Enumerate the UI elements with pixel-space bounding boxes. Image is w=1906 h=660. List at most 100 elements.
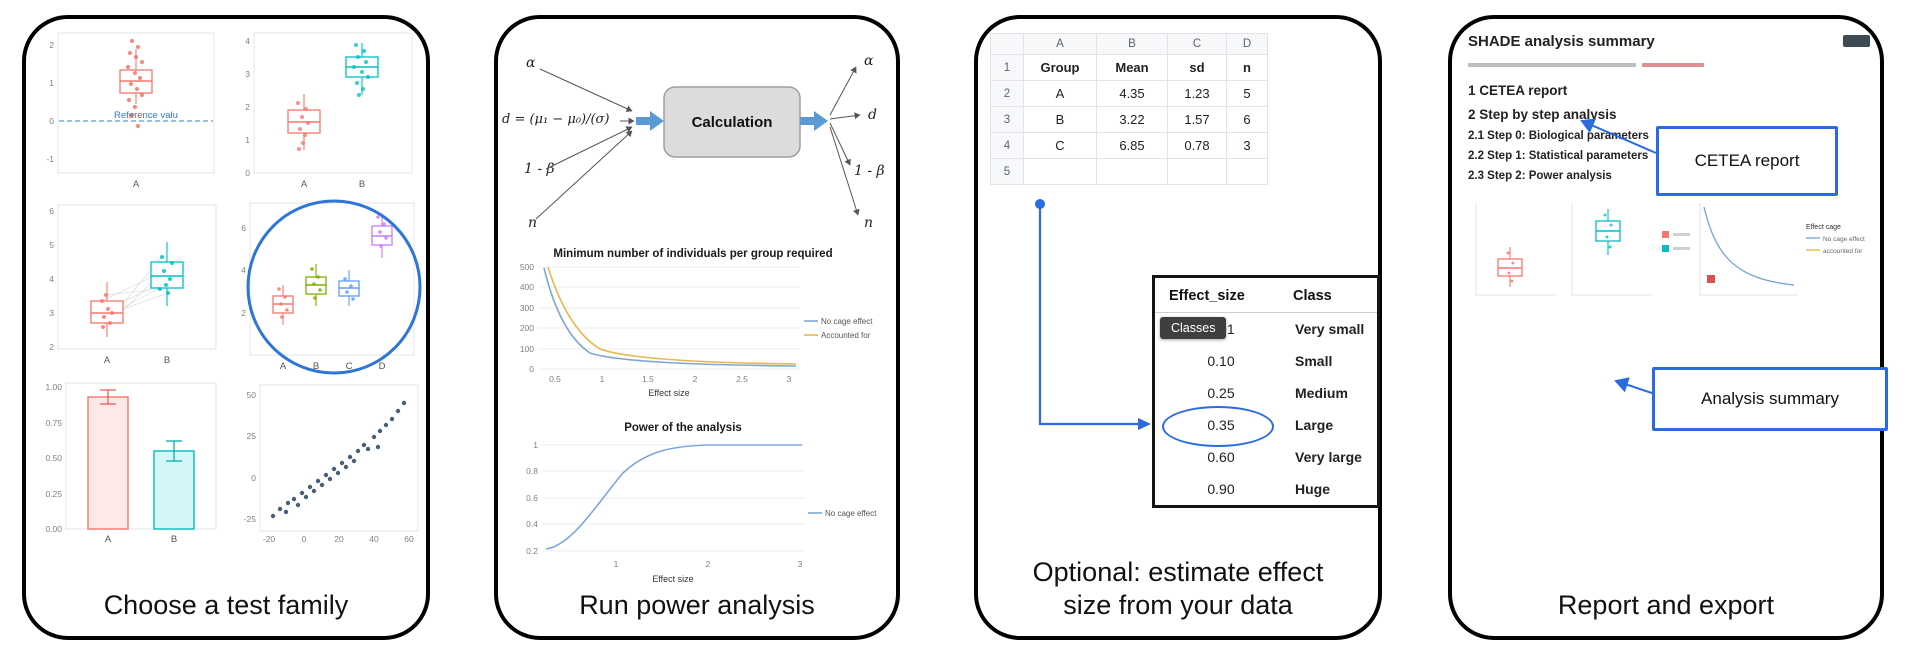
spreadsheet-cell[interactable]: A <box>1023 80 1097 107</box>
boxplot-reference-chart: 2 1 0 -1 Reference valu A <box>46 32 215 190</box>
x-tick: -20 <box>263 534 276 544</box>
spreadsheet-cell[interactable]: Group <box>1023 54 1097 81</box>
mini-boxplot-red <box>1475 203 1556 296</box>
x-tick: 60 <box>404 534 414 544</box>
paired-boxplot-chart: 6 5 4 3 2 A B <box>49 204 217 366</box>
spreadsheet-cell[interactable]: 6 <box>1226 106 1268 133</box>
y-tick: 6 <box>49 206 54 216</box>
spreadsheet-cell[interactable]: sd <box>1167 54 1227 81</box>
x-axis-label: Effect size <box>652 574 693 584</box>
spreadsheet-cell[interactable]: 4.35 <box>1096 80 1168 107</box>
caption-line-1: Optional: estimate effect <box>1032 557 1324 588</box>
spreadsheet-row: 2 A 4.35 1.23 5 <box>990 80 1268 107</box>
spreadsheet-cell[interactable]: 3 <box>1226 132 1268 159</box>
jitter-points <box>277 287 289 319</box>
spreadsheet-cell[interactable]: B <box>1023 106 1097 133</box>
y-tick: 0.2 <box>526 546 538 556</box>
panel-caption: Run power analysis <box>579 590 815 621</box>
panel-choose-test-family: 2 1 0 -1 Reference valu A 4 3 2 1 0 <box>22 15 430 640</box>
callout-cetea-report: CETEA report <box>1656 126 1838 196</box>
spreadsheet-cell[interactable]: 3.22 <box>1096 106 1168 133</box>
y-tick: 0.50 <box>45 453 62 463</box>
plot-frame <box>253 32 413 174</box>
spreadsheet-row-number: 5 <box>990 158 1024 185</box>
y-tick: 0.25 <box>45 489 62 499</box>
no-cage-effect-curve <box>543 267 797 367</box>
spreadsheet-row-number: 1 <box>990 54 1024 81</box>
effect-size-class: Medium <box>1295 385 1348 401</box>
jitter-points <box>100 293 114 329</box>
bar-chart: 1.00 0.75 0.50 0.25 0.00 A B <box>45 382 217 545</box>
calculation-flow-diagram: α d = (μ₁ − μ₀)/(σ) 1 - β n Calculation … <box>502 53 885 231</box>
doc-badge <box>1843 35 1870 47</box>
spreadsheet-row: 3 B 3.22 1.57 6 <box>990 106 1268 133</box>
doc-subsection-heading: 2.3 Step 2: Power analysis <box>1468 170 1612 182</box>
mini-treatment-legend <box>1662 231 1690 252</box>
flow-line <box>829 112 861 120</box>
panel-caption: Report and export <box>1557 590 1775 621</box>
input-label-beta: 1 - β <box>524 161 555 177</box>
spreadsheet-cell[interactable]: Mean <box>1096 54 1168 81</box>
flow-line <box>545 126 633 170</box>
y-tick: 4 <box>241 265 246 275</box>
report-document: SHADE analysis summary 1 CETEA report 2 … <box>1468 33 1870 316</box>
y-tick: 0 <box>529 364 534 374</box>
x-tick: B <box>359 179 365 190</box>
spreadsheet-row-number: 2 <box>990 80 1024 107</box>
doc-title: SHADE analysis summary <box>1468 33 1655 50</box>
spreadsheet-cell[interactable] <box>1167 158 1227 185</box>
doc-header: SHADE analysis summary <box>1468 33 1870 50</box>
y-tick: 4 <box>245 36 250 46</box>
mini-red-marker <box>1707 275 1715 283</box>
spreadsheet-cell[interactable] <box>1023 158 1097 185</box>
x-tick: 2.5 <box>736 374 748 384</box>
panel-caption: Choose a test family <box>103 590 349 621</box>
mini-legend-entry: No cage effect <box>1823 236 1865 243</box>
input-label-effect-size-formula: d = (μ₁ − μ₀)/(σ) <box>502 112 610 127</box>
jitter-points <box>296 101 310 151</box>
spreadsheet-cell[interactable]: n <box>1226 54 1268 81</box>
gridlines <box>542 444 804 552</box>
output-label-alpha: α <box>864 53 874 69</box>
y-tick: 1 <box>49 78 54 88</box>
x-tick: 3 <box>798 559 803 569</box>
y-tick: 0.00 <box>45 524 62 534</box>
spreadsheet-cell[interactable] <box>1096 158 1168 185</box>
x-tick: 2 <box>693 374 698 384</box>
x-tick: A <box>133 179 140 190</box>
y-tick: 5 <box>49 240 54 250</box>
four-group-boxplot-chart: 6 4 2 A B C D <box>241 199 422 375</box>
flow-line <box>829 126 860 216</box>
error-bar <box>100 389 116 405</box>
x-tick: 3 <box>787 374 792 384</box>
x-tick: A <box>280 361 287 372</box>
spreadsheet-cell[interactable]: 1.23 <box>1167 80 1227 107</box>
accounted-for-curve <box>547 266 797 365</box>
y-tick: 3 <box>245 69 250 79</box>
spreadsheet-cell[interactable]: 0.78 <box>1167 132 1227 159</box>
flow-arrowhead-icon <box>1138 418 1151 430</box>
spreadsheet-cell[interactable]: 5 <box>1226 80 1268 107</box>
calculation-box-label: Calculation <box>692 114 773 131</box>
y-tick: 2 <box>49 40 54 50</box>
y-tick: 1 <box>245 135 250 145</box>
effect-size-value: 0.90 <box>1207 481 1235 497</box>
doc-section-heading: 1 CETEA report <box>1468 83 1568 98</box>
y-tick: 25 <box>247 431 257 441</box>
spreadsheet-cell[interactable]: 1.57 <box>1167 106 1227 133</box>
y-tick: 0 <box>245 168 250 178</box>
spreadsheet-cell[interactable]: 6.85 <box>1096 132 1168 159</box>
plot-frame <box>65 382 217 530</box>
spreadsheet-cell[interactable] <box>1226 158 1268 185</box>
y-tick: 500 <box>520 262 534 272</box>
y-tick: 0 <box>49 116 54 126</box>
output-label-d: d <box>868 107 877 123</box>
spreadsheet-cell[interactable]: C <box>1023 132 1097 159</box>
y-tick: 400 <box>520 282 534 292</box>
y-tick: 4 <box>49 274 54 284</box>
mini-boxplot-teal <box>1571 203 1652 296</box>
